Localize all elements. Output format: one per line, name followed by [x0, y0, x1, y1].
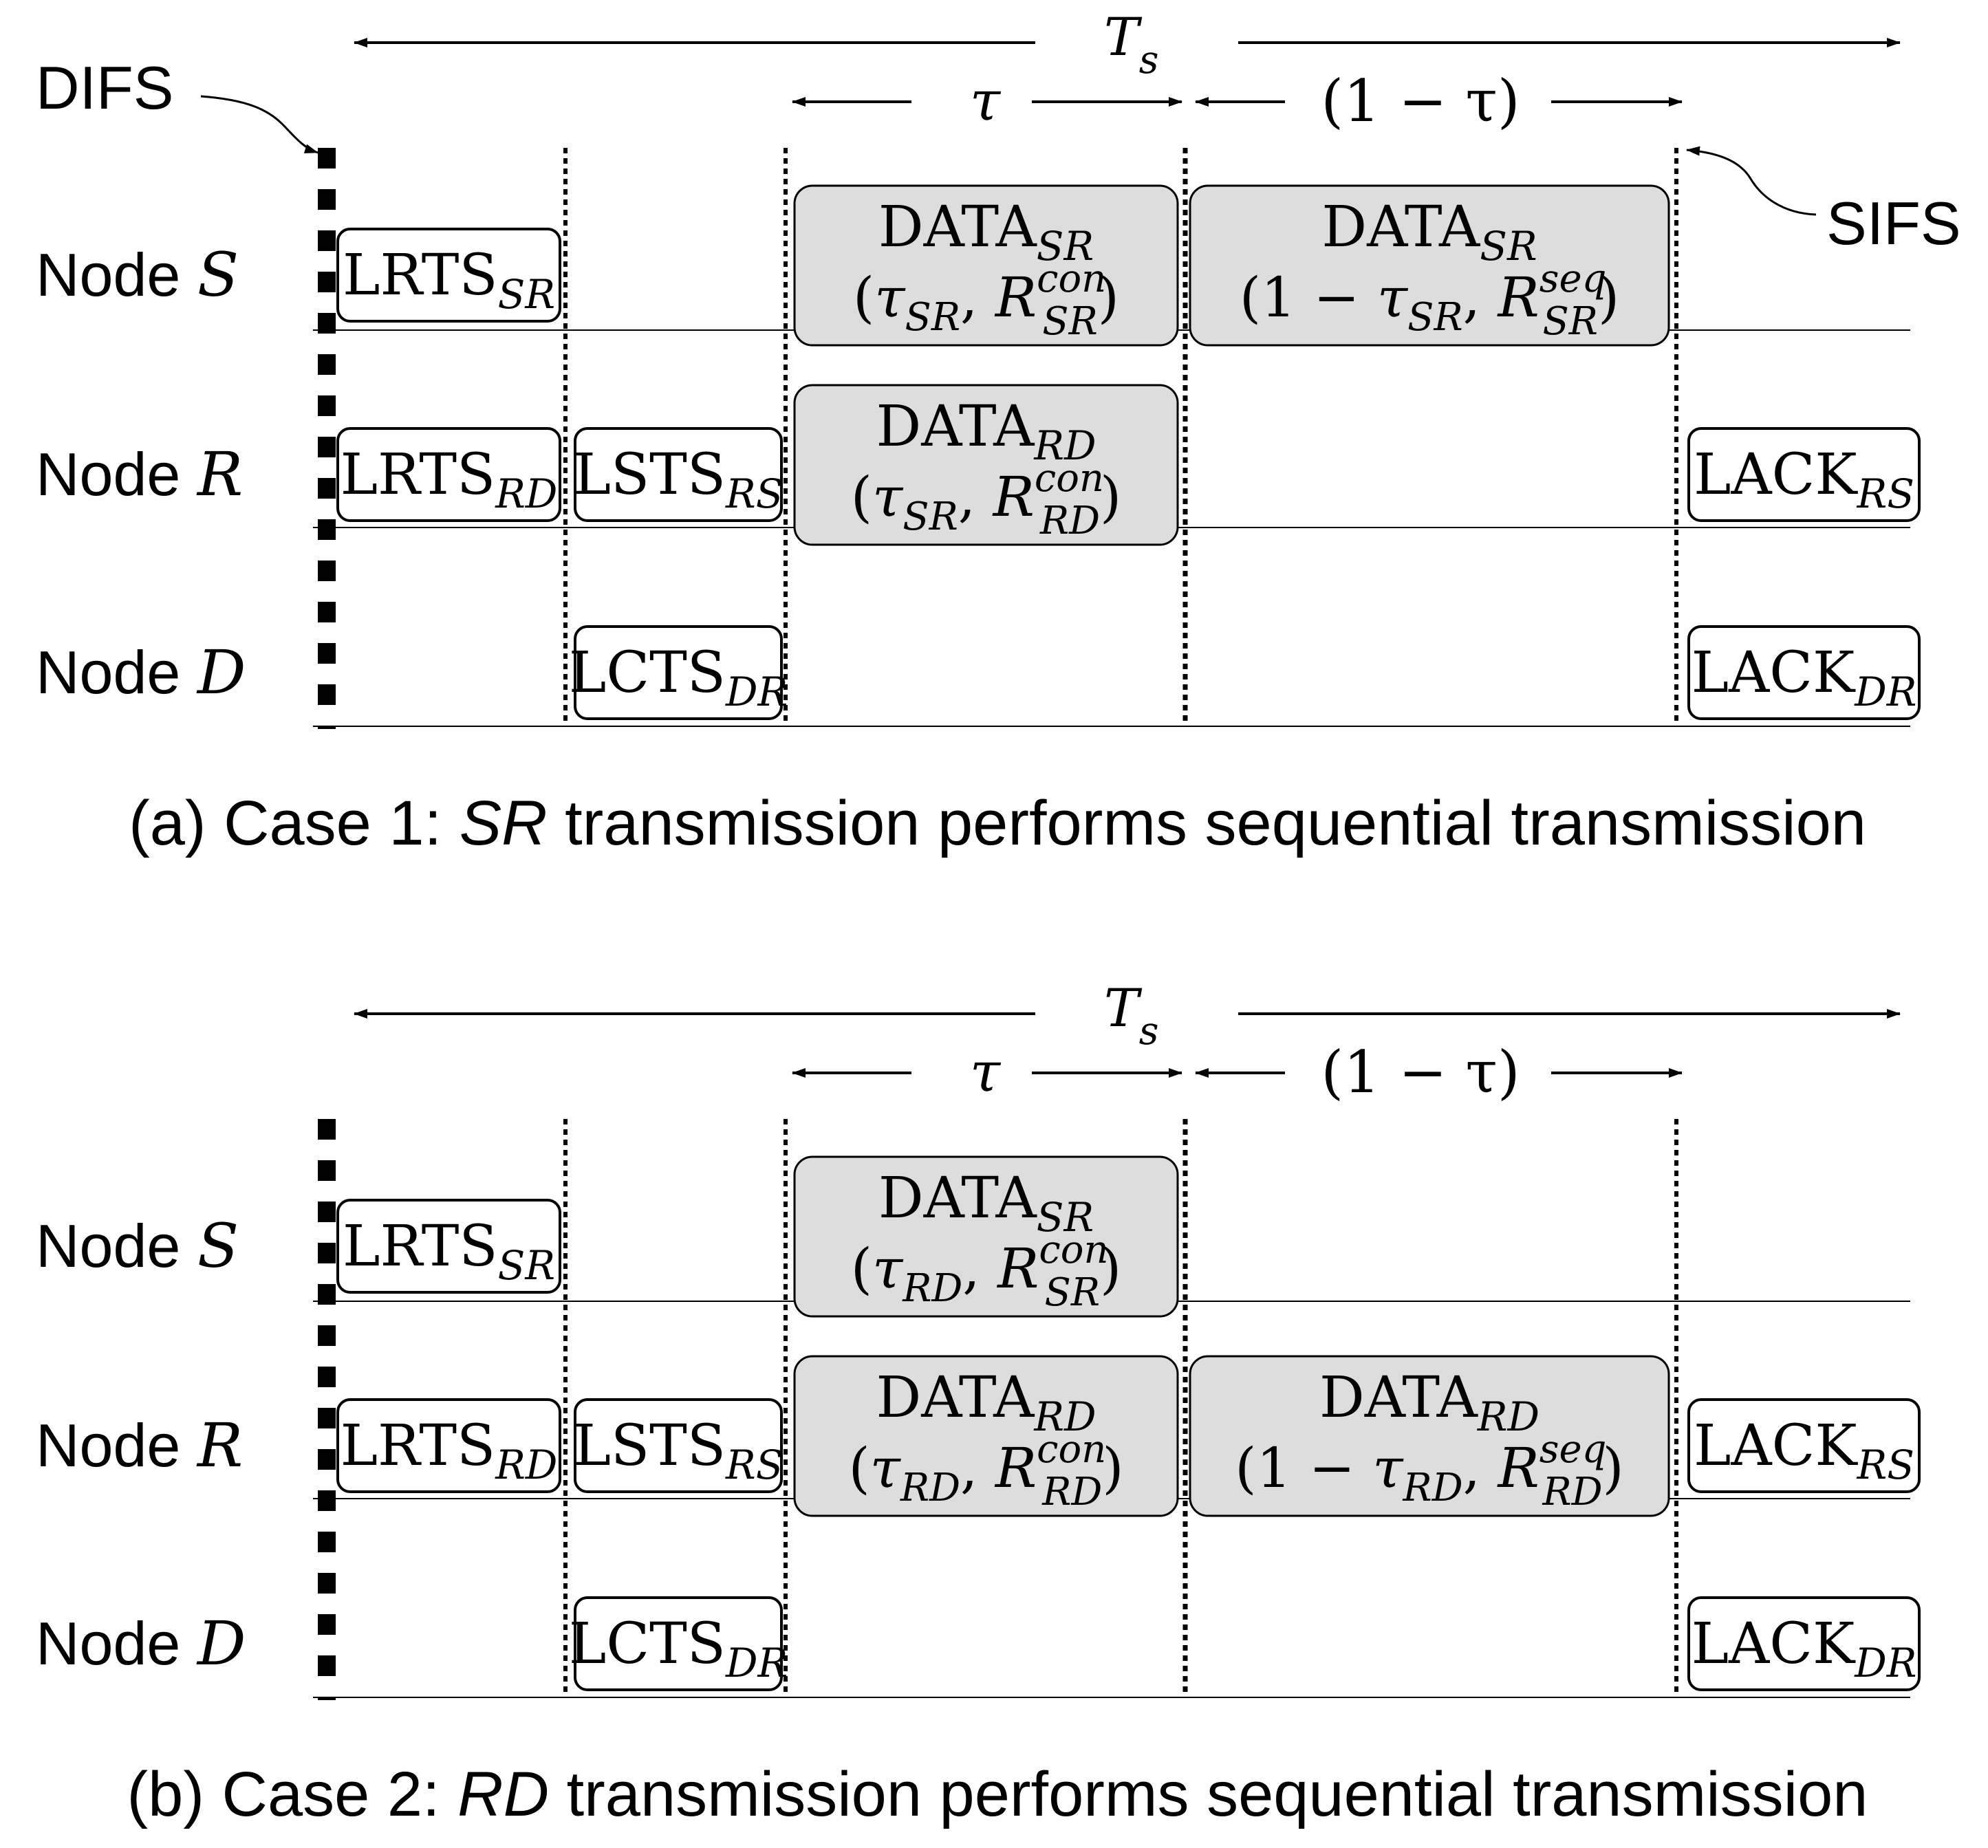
- frame-lrts-rd: LRTSRD: [336, 1398, 561, 1493]
- one-minus-tau-label: (1 − τ): [1321, 1039, 1520, 1106]
- frame-label: DATARD: [876, 1365, 1096, 1440]
- frame-lack-dr: LACKDR: [1687, 625, 1921, 720]
- frame-box: [793, 1155, 1179, 1318]
- frame-box: [336, 228, 561, 323]
- frame-label: LSTSRS: [574, 442, 784, 517]
- sifs-label: SIFS: [1826, 189, 1961, 257]
- frame-label: DATARD: [876, 394, 1096, 469]
- tau-label: τ: [970, 1040, 1002, 1104]
- frame-label: LRTSRD: [341, 1413, 558, 1488]
- frame-box: [793, 1355, 1179, 1517]
- frame-lack-rs: LACKRS: [1687, 1398, 1921, 1493]
- frame-lrts-rd: LRTSRD: [336, 427, 561, 522]
- difs-label: DIFS: [36, 54, 173, 122]
- frame-lsts-rs: LSTSRS: [574, 1398, 784, 1493]
- frame-label: LACKDR: [1692, 1611, 1917, 1686]
- panel-a: Ts τ (1 − τ) Node S Node R Node D LRTSSR LRTSRD…: [36, 6, 1921, 858]
- frame-label: LCTSDR: [569, 1611, 788, 1686]
- frame-box: [336, 1199, 561, 1294]
- caption-b: (b) Case 2: RD transmission performs seq…: [127, 1759, 1868, 1829]
- one-minus-tau-label: (1 − τ): [1321, 67, 1520, 135]
- frame-box: [1687, 427, 1921, 522]
- node-label-r: Node R: [36, 439, 243, 510]
- frame-box: [336, 1398, 561, 1493]
- frame-label: DATARD: [1319, 1365, 1539, 1440]
- frame-box: [793, 384, 1179, 546]
- frame-lsts-rs: LSTSRS: [574, 427, 784, 522]
- frame-label: LACKDR: [1692, 640, 1917, 715]
- frame-lrts-sr: LRTSSR: [336, 1199, 561, 1294]
- ts-label: Ts: [1104, 977, 1158, 1054]
- ts-label: Ts: [1104, 6, 1158, 83]
- node-label-r: Node R: [36, 1410, 243, 1481]
- difs-pointer: [200, 95, 318, 154]
- frame-box: [574, 1596, 783, 1691]
- frame-box: [574, 427, 783, 522]
- frame-lcts-dr: LCTSDR: [569, 625, 788, 720]
- frame-label: LACKRS: [1694, 1413, 1914, 1488]
- panel-b: Ts τ (1 − τ) Node S Node R Node D LRTSSR LRTSRD…: [36, 977, 1921, 1829]
- node-label-d: Node D: [36, 1608, 246, 1679]
- frame-box: [574, 1398, 783, 1493]
- frame-box: [336, 427, 561, 522]
- frame-label: LSTSRS: [574, 1413, 784, 1488]
- frame-label: LRTSSR: [343, 1214, 555, 1289]
- sifs-pointer: [1686, 146, 1817, 216]
- frame-lcts-dr: LCTSDR: [569, 1596, 788, 1691]
- frame-box: [1687, 625, 1921, 720]
- frame-box: [1189, 1355, 1670, 1517]
- frame-box: [793, 184, 1179, 347]
- frame-lack-dr: LACKDR: [1687, 1596, 1921, 1691]
- frame-label: DATASR: [1321, 195, 1537, 270]
- node-label-d: Node D: [36, 637, 246, 708]
- frame-box: [1687, 1596, 1921, 1691]
- frame-lack-rs: LACKRS: [1687, 427, 1921, 522]
- frame-label: LCTSDR: [569, 640, 788, 715]
- node-label-s: Node S: [36, 1210, 239, 1281]
- frame-lrts-sr: LRTSSR: [336, 228, 561, 323]
- caption-a: (a) Case 1: SR transmission performs seq…: [129, 788, 1866, 858]
- frame-label: LRTSRD: [341, 442, 558, 517]
- frame-box: [1687, 1398, 1921, 1493]
- frame-label: DATASR: [878, 195, 1094, 270]
- frame-box: [574, 625, 783, 720]
- node-label-s: Node S: [36, 239, 239, 310]
- tau-label: τ: [970, 69, 1002, 133]
- frame-label: LACKRS: [1694, 442, 1914, 517]
- frame-label: LRTSSR: [343, 243, 555, 318]
- frame-box: [1189, 184, 1670, 347]
- frame-label: DATASR: [878, 1166, 1094, 1241]
